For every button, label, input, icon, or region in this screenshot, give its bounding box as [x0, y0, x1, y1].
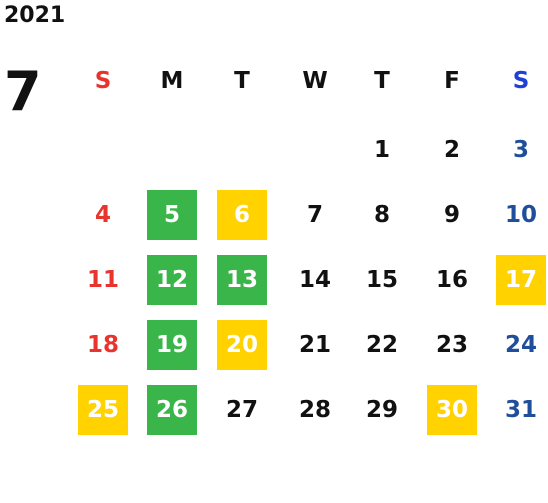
calendar-day-20[interactable]: 20	[217, 320, 267, 370]
calendar-day-14[interactable]: 14	[298, 267, 331, 293]
weekday-header-fri: F	[444, 68, 460, 94]
weekday-header-sat: S	[512, 68, 530, 94]
calendar-day-1[interactable]: 1	[373, 137, 390, 163]
weekday-header-tue: T	[234, 68, 250, 94]
calendar-day-31[interactable]: 31	[504, 397, 537, 423]
calendar-day-30[interactable]: 30	[427, 385, 477, 435]
calendar-day-17[interactable]: 17	[496, 255, 546, 305]
calendar-day-6[interactable]: 6	[217, 190, 267, 240]
calendar-day-24[interactable]: 24	[504, 332, 537, 358]
calendar-day-21[interactable]: 21	[298, 332, 331, 358]
calendar-day-15[interactable]: 15	[365, 267, 398, 293]
calendar-day-10[interactable]: 10	[504, 202, 537, 228]
calendar-day-19[interactable]: 19	[147, 320, 197, 370]
calendar-day-26[interactable]: 26	[147, 385, 197, 435]
calendar-day-8[interactable]: 8	[373, 202, 390, 228]
weekday-header-wed: W	[302, 68, 328, 94]
calendar-day-22[interactable]: 22	[365, 332, 398, 358]
calendar-day-7[interactable]: 7	[306, 202, 323, 228]
calendar-day-3[interactable]: 3	[512, 137, 529, 163]
calendar-day-29[interactable]: 29	[365, 397, 398, 423]
calendar-day-18[interactable]: 18	[86, 332, 119, 358]
weekday-header-sun: S	[94, 68, 112, 94]
calendar-day-27[interactable]: 27	[225, 397, 258, 423]
weekday-header-mon: M	[160, 68, 184, 94]
calendar-day-23[interactable]: 23	[435, 332, 468, 358]
calendar-day-13[interactable]: 13	[217, 255, 267, 305]
calendar-day-9[interactable]: 9	[443, 202, 460, 228]
calendar-day-4[interactable]: 4	[94, 202, 111, 228]
weekday-header-thu: T	[374, 68, 390, 94]
calendar-day-11[interactable]: 11	[86, 267, 119, 293]
calendar-day-5[interactable]: 5	[147, 190, 197, 240]
calendar-day-2[interactable]: 2	[443, 137, 460, 163]
calendar-day-12[interactable]: 12	[147, 255, 197, 305]
calendar-day-25[interactable]: 25	[78, 385, 128, 435]
calendar-year: 2021	[4, 3, 66, 28]
calendar-day-16[interactable]: 16	[435, 267, 468, 293]
calendar-day-28[interactable]: 28	[298, 397, 331, 423]
calendar-month: 7	[4, 60, 42, 123]
